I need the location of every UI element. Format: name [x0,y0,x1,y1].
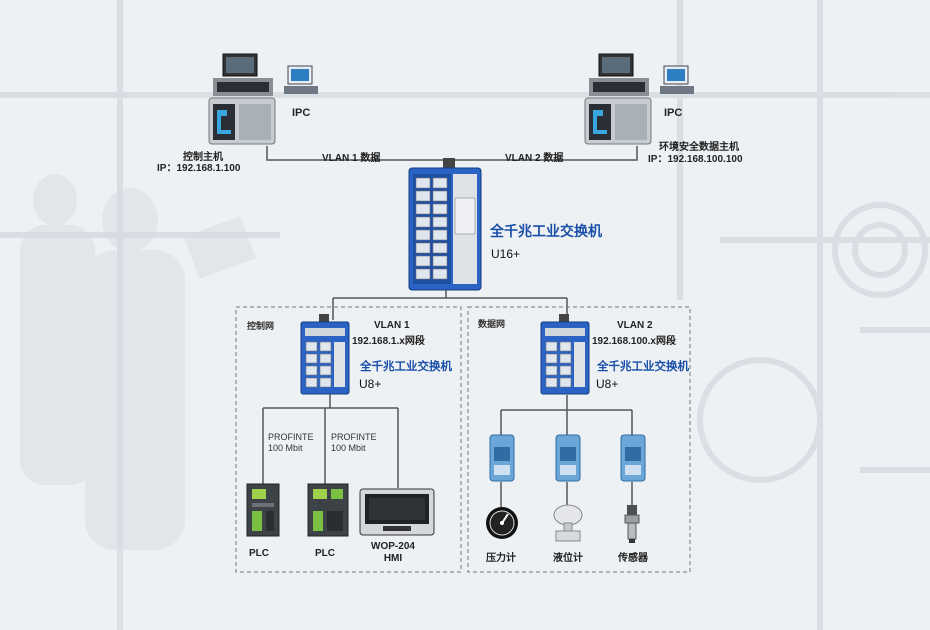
data-host-workstation-icon [584,53,652,145]
right-zone-subnet: 192.168.100.x网段 [592,336,676,347]
hmi-label: WOP-204 [371,541,415,552]
right-zone-label: 数据网 [478,319,506,329]
profinet-link1-speed: 100 Mbit [268,443,303,453]
io-module-icon [620,434,646,482]
profinet-link2-label: PROFINTE [331,432,377,442]
plc-label-2: PLC [315,548,335,559]
io-module-icon [489,434,515,482]
io-module-icon [555,434,581,482]
ipc-monitor-icon [660,65,694,94]
left-host-name: 控制主机 [183,152,223,163]
sensor-label: 传感器 [618,553,648,564]
left-zone-label: 控制网 [247,321,275,331]
right-switch-model: U8+ [596,377,619,391]
hmi-type-label: HMI [383,553,403,564]
profinet-link1-label: PROFINTE [268,432,314,442]
ipc-monitor-icon [284,65,318,94]
plc-label-1: PLC [249,548,269,559]
profinet-link2-speed: 100 Mbit [331,443,366,453]
level-meter-icon [553,504,583,542]
left-zone-vlan: VLAN 1 [374,320,410,331]
left-switch-title: 全千兆工业交换机 [360,361,452,373]
left-access-switch-icon [300,314,350,395]
level-meter-label: 液位计 [553,553,583,564]
core-switch-model: U16+ [491,247,521,261]
right-access-switch-icon [540,314,590,395]
core-switch-title: 全千兆工业交换机 [490,223,602,239]
control-host-workstation-icon [208,53,276,145]
plc-icon [307,483,349,537]
right-zone-vlan: VLAN 2 [617,320,653,331]
right-host-ip: IP：192.168.100.100 [648,154,743,165]
hmi-panel-icon [359,488,435,536]
right-switch-title: 全千兆工业交换机 [597,361,689,373]
plc-icon [246,483,280,537]
left-switch-model: U8+ [359,377,382,391]
right-host-name: 环境安全数据主机 [659,142,739,153]
left-host-ip: IP：192.168.1.100 [157,163,241,174]
vlan2-link-label: VLAN 2 数据 [505,153,564,164]
vlan1-link-label: VLAN 1 数据 [322,153,381,164]
left-zone-subnet: 192.168.1.x网段 [352,336,425,347]
core-switch-icon [408,158,482,291]
pressure-gauge-icon [486,507,518,539]
left-ipc-label: IPC [292,107,311,119]
sensor-probe-icon [624,505,640,543]
right-ipc-label: IPC [664,107,683,119]
pressure-gauge-label: 压力计 [486,553,516,564]
